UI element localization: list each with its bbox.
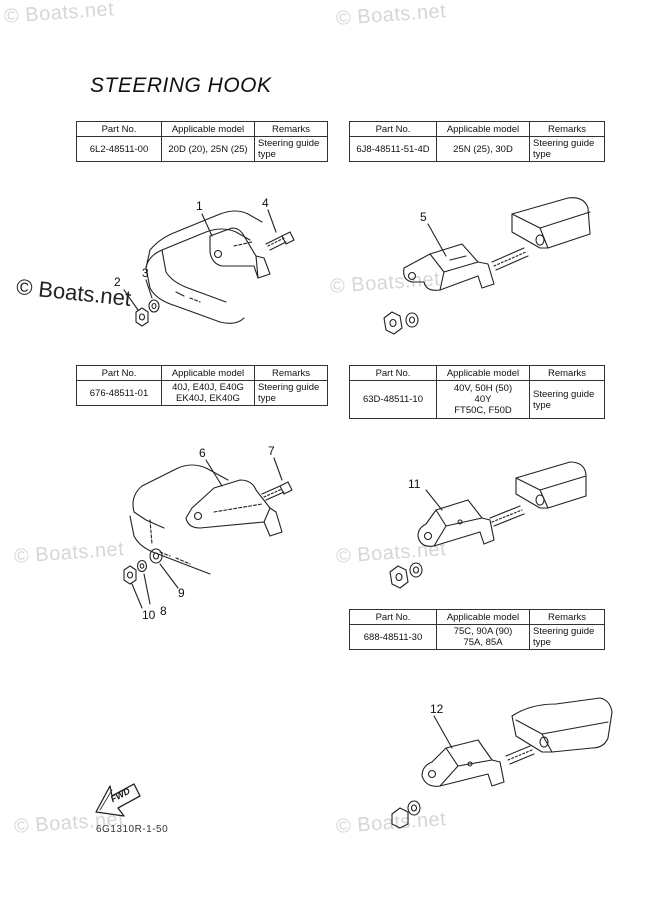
remarks-line: type (258, 149, 276, 160)
bolt-7 (261, 481, 293, 501)
leader-line (131, 583, 143, 609)
callout-5: 5 (420, 210, 427, 224)
leader-line (273, 457, 283, 481)
remarks-line: Steering guide (533, 388, 595, 400)
callout-2: 2 (114, 275, 121, 289)
callout-4: 4 (262, 196, 269, 210)
remarks-line: type (533, 399, 551, 411)
leader-line (145, 279, 153, 299)
model-line: FT50C, F50D (454, 405, 512, 416)
washer-9 (149, 548, 163, 564)
remarks-line: Steering guide (258, 138, 320, 149)
model-line: 25N (25), 30D (453, 143, 513, 155)
model-line: EK40J, EK40G (176, 393, 240, 404)
leader-line (427, 223, 447, 257)
part-no-cell: 63D-48511-10 (349, 380, 437, 419)
bolt-4 (265, 231, 295, 251)
bracket-frame-6 (129, 464, 229, 575)
callout-7: 7 (268, 444, 275, 458)
remarks-line: Steering guide (533, 626, 595, 637)
model-line: 40Y (474, 394, 492, 405)
leader-line (123, 289, 139, 311)
nut-11 (389, 565, 409, 589)
remarks-line: type (533, 149, 551, 160)
callout-11: 11 (408, 477, 421, 491)
bolt-11 (489, 505, 525, 527)
washer-3 (148, 299, 160, 313)
steering-hook-6 (185, 479, 283, 537)
nut-5 (383, 311, 403, 335)
fwd-arrow-icon (95, 783, 141, 817)
model-cell: 75C, 90A (90)75A, 85A (436, 624, 530, 650)
part-no-cell: 6L2-48511-00 (76, 136, 162, 162)
model-line: 75C, 90A (90) (453, 626, 513, 637)
model-line: 40V, 50H (50) (453, 383, 513, 394)
washer-8 (136, 559, 148, 573)
remarks-line: Steering guide (533, 138, 595, 149)
model-line: 20D (20), 25N (25) (168, 143, 248, 155)
model-cell: 20D (20), 25N (25) (161, 136, 255, 162)
remarks-line: Steering guide (258, 382, 320, 393)
bolt-5 (491, 247, 529, 271)
steering-hook-1 (209, 227, 271, 279)
leader-line (267, 209, 277, 233)
leader-line (201, 213, 213, 237)
remarks-line: type (533, 637, 551, 648)
callout-12: 12 (430, 702, 444, 716)
leader-line (433, 715, 453, 749)
washer-11 (409, 562, 423, 578)
part-no-cell: 688-48511-30 (349, 624, 437, 650)
leader-line (143, 573, 151, 605)
washer-12 (407, 800, 421, 816)
leader-line (205, 459, 223, 487)
model-cell: 25N (25), 30D (436, 136, 530, 162)
steering-hook-5 (403, 243, 495, 291)
washer-5 (405, 312, 419, 328)
callout-1: 1 (196, 199, 203, 213)
nut-10 (123, 565, 137, 585)
steering-hook-12 (421, 739, 505, 787)
page-title: STEERING HOOK (90, 74, 272, 97)
parts-table-4: Part No. Applicable model Remarks 63D-48… (349, 365, 605, 419)
bolt-12 (505, 745, 535, 765)
bracket-frame-1 (145, 210, 263, 324)
parts-table-3: Part No. Applicable model Remarks 676-48… (76, 365, 328, 406)
callout-6: 6 (199, 446, 206, 460)
callout-3: 3 (142, 266, 149, 280)
leader-line (159, 563, 179, 589)
callout-9: 9 (178, 586, 185, 600)
model-line: 40J, E40J, E40G (172, 382, 244, 393)
steering-arm-11 (515, 461, 587, 509)
parts-table-2: Part No. Applicable model Remarks 6J8-48… (349, 121, 605, 162)
steering-arm-5 (511, 197, 591, 249)
nut-2 (135, 307, 149, 327)
steering-arm-12 (511, 697, 613, 753)
callout-10: 10 (142, 608, 156, 622)
steering-hook-11 (417, 499, 495, 547)
leader-line (425, 489, 443, 511)
callout-8: 8 (160, 604, 167, 618)
part-no-cell: 676-48511-01 (76, 380, 162, 406)
parts-table-5: Part No. Applicable model Remarks 688-48… (349, 609, 605, 650)
parts-table-1: Part No. Applicable model Remarks 6L2-48… (76, 121, 328, 162)
part-no-cell: 6J8-48511-51-4D (349, 136, 437, 162)
remarks-line: type (258, 393, 276, 404)
nut-12 (391, 807, 409, 829)
model-line: 75A, 85A (463, 637, 503, 648)
diagram-code: 6G1310R-1-50 (96, 824, 169, 835)
